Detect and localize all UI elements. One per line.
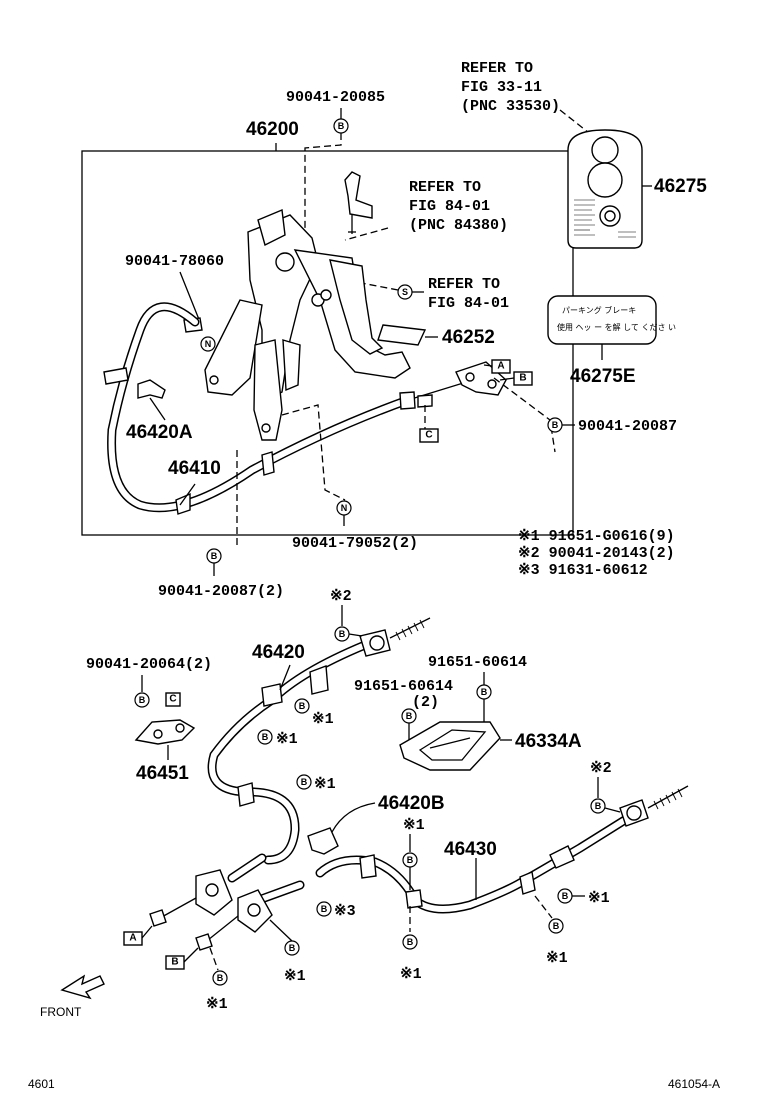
svg-text:B: B [553, 921, 560, 931]
part-number-46252[interactable]: 46252 [442, 327, 495, 348]
svg-text:パーキング ブレーキ: パーキング ブレーキ [562, 305, 636, 315]
svg-text:C: C [425, 430, 432, 441]
svg-text:※1: ※1 [312, 711, 334, 728]
part-number-46451[interactable]: 46451 [136, 763, 189, 784]
part-46275-caution-tag[interactable] [567, 129, 643, 249]
svg-text:A: A [129, 933, 136, 944]
part-number-46420a[interactable]: 46420A [126, 422, 193, 443]
part-number-90041-20064[interactable]: 90041-20064(2) [86, 656, 212, 673]
part-number-91651-60614-b[interactable]: 91651-60614 [354, 678, 453, 695]
note-3: ※3 91631-60612 [518, 562, 648, 579]
part-number-90041-79052[interactable]: 90041-79052(2) [292, 535, 418, 552]
svg-text:※1: ※1 [403, 817, 425, 834]
part-number-90041-20085[interactable]: 90041-20085 [286, 89, 385, 106]
part-46451-bracket[interactable] [134, 719, 196, 745]
part-number-46275e[interactable]: 46275E [570, 366, 636, 387]
part-number-90041-20087[interactable]: 90041-20087 [578, 418, 677, 435]
svg-text:※1: ※1 [588, 890, 610, 907]
part-number-46275[interactable]: 46275 [654, 176, 707, 197]
svg-text:※1: ※1 [400, 966, 422, 983]
part-number-46200[interactable]: 46200 [246, 119, 299, 140]
reference-fig-33-11: REFER TO FIG 33-11 (PNC 33530) [461, 60, 560, 115]
part-46430-right-cable[interactable] [195, 785, 689, 951]
svg-text:B: B [171, 957, 178, 968]
part-46420b-clip[interactable] [307, 827, 339, 855]
svg-text:S: S [402, 287, 408, 297]
svg-text:※1: ※1 [314, 776, 336, 793]
figure-code-left: 4601 [28, 1077, 55, 1091]
figure-code-right: 461054-A [668, 1077, 720, 1091]
svg-text:※1: ※1 [206, 996, 228, 1013]
part-number-46420[interactable]: 46420 [252, 642, 305, 663]
svg-text:B: B [338, 121, 345, 131]
part-number-90041-20087-qty2[interactable]: 90041-20087(2) [158, 583, 284, 600]
marker-m2-top: ※2 [330, 588, 352, 605]
svg-text:N: N [205, 339, 212, 349]
reference-fig-84-01-pnc-84380: REFER TO FIG 84-01 (PNC 84380) [409, 179, 508, 234]
svg-text:B: B [552, 420, 559, 430]
svg-text:※3: ※3 [334, 903, 356, 920]
svg-text:B: B [301, 777, 308, 787]
svg-text:B: B [339, 629, 346, 639]
svg-text:B: B [217, 973, 224, 983]
parking-brake-pedal-assembly[interactable] [204, 208, 411, 441]
note-1: ※1 91651-G0616(9) [518, 528, 675, 545]
front-direction-arrow-icon [60, 974, 105, 1000]
svg-text:A: A [497, 361, 504, 372]
part-number-46430[interactable]: 46430 [444, 839, 497, 860]
svg-text:※1: ※1 [276, 731, 298, 748]
reference-fig-84-01: REFER TO FIG 84-01 [428, 276, 509, 312]
svg-text:B: B [481, 687, 488, 697]
switch-bracket [344, 171, 373, 234]
svg-text:B: B [407, 855, 414, 865]
svg-text:B: B [139, 695, 146, 705]
svg-text:B: B [262, 732, 269, 742]
pedal-assembly-frame [81, 150, 574, 536]
part-number-91651-60614-a[interactable]: 91651-60614 [428, 654, 527, 671]
note-2: ※2 90041-20143(2) [518, 545, 675, 562]
marker-m2-right: ※2 [590, 760, 612, 777]
svg-text:B: B [519, 373, 526, 384]
svg-text:※1: ※1 [284, 968, 306, 985]
svg-text:(2): (2) [412, 694, 439, 711]
svg-text:B: B [562, 891, 569, 901]
part-46275e-plate[interactable]: パーキング ブレーキ 使用 ヘッ ー を解 して くださ い [547, 295, 676, 345]
svg-text:C: C [169, 694, 176, 705]
part-46252-pedal-pad[interactable] [377, 324, 427, 346]
front-label: FRONT [40, 1005, 82, 1019]
svg-text:B: B [595, 801, 602, 811]
svg-text:※1: ※1 [546, 950, 568, 967]
svg-text:B: B [299, 701, 306, 711]
svg-text:使用 ヘッ ー を解 して くださ い: 使用 ヘッ ー を解 して くださ い [557, 322, 676, 332]
part-46410-front-cable[interactable] [103, 302, 497, 515]
part-number-90041-78060[interactable]: 90041-78060 [125, 253, 224, 270]
part-46334a-heat-insulator[interactable] [399, 721, 501, 771]
svg-text:B: B [211, 551, 218, 561]
part-46420a-clip[interactable] [137, 379, 166, 399]
svg-text:B: B [406, 711, 413, 721]
svg-text:B: B [407, 937, 414, 947]
svg-text:B: B [289, 943, 296, 953]
part-number-46334a[interactable]: 46334A [515, 731, 582, 752]
svg-text:B: B [321, 904, 328, 914]
part-46420-left-cable[interactable] [149, 617, 431, 927]
part-number-46410[interactable]: 46410 [168, 458, 221, 479]
part-number-46420b[interactable]: 46420B [378, 793, 445, 814]
svg-text:N: N [341, 503, 348, 513]
